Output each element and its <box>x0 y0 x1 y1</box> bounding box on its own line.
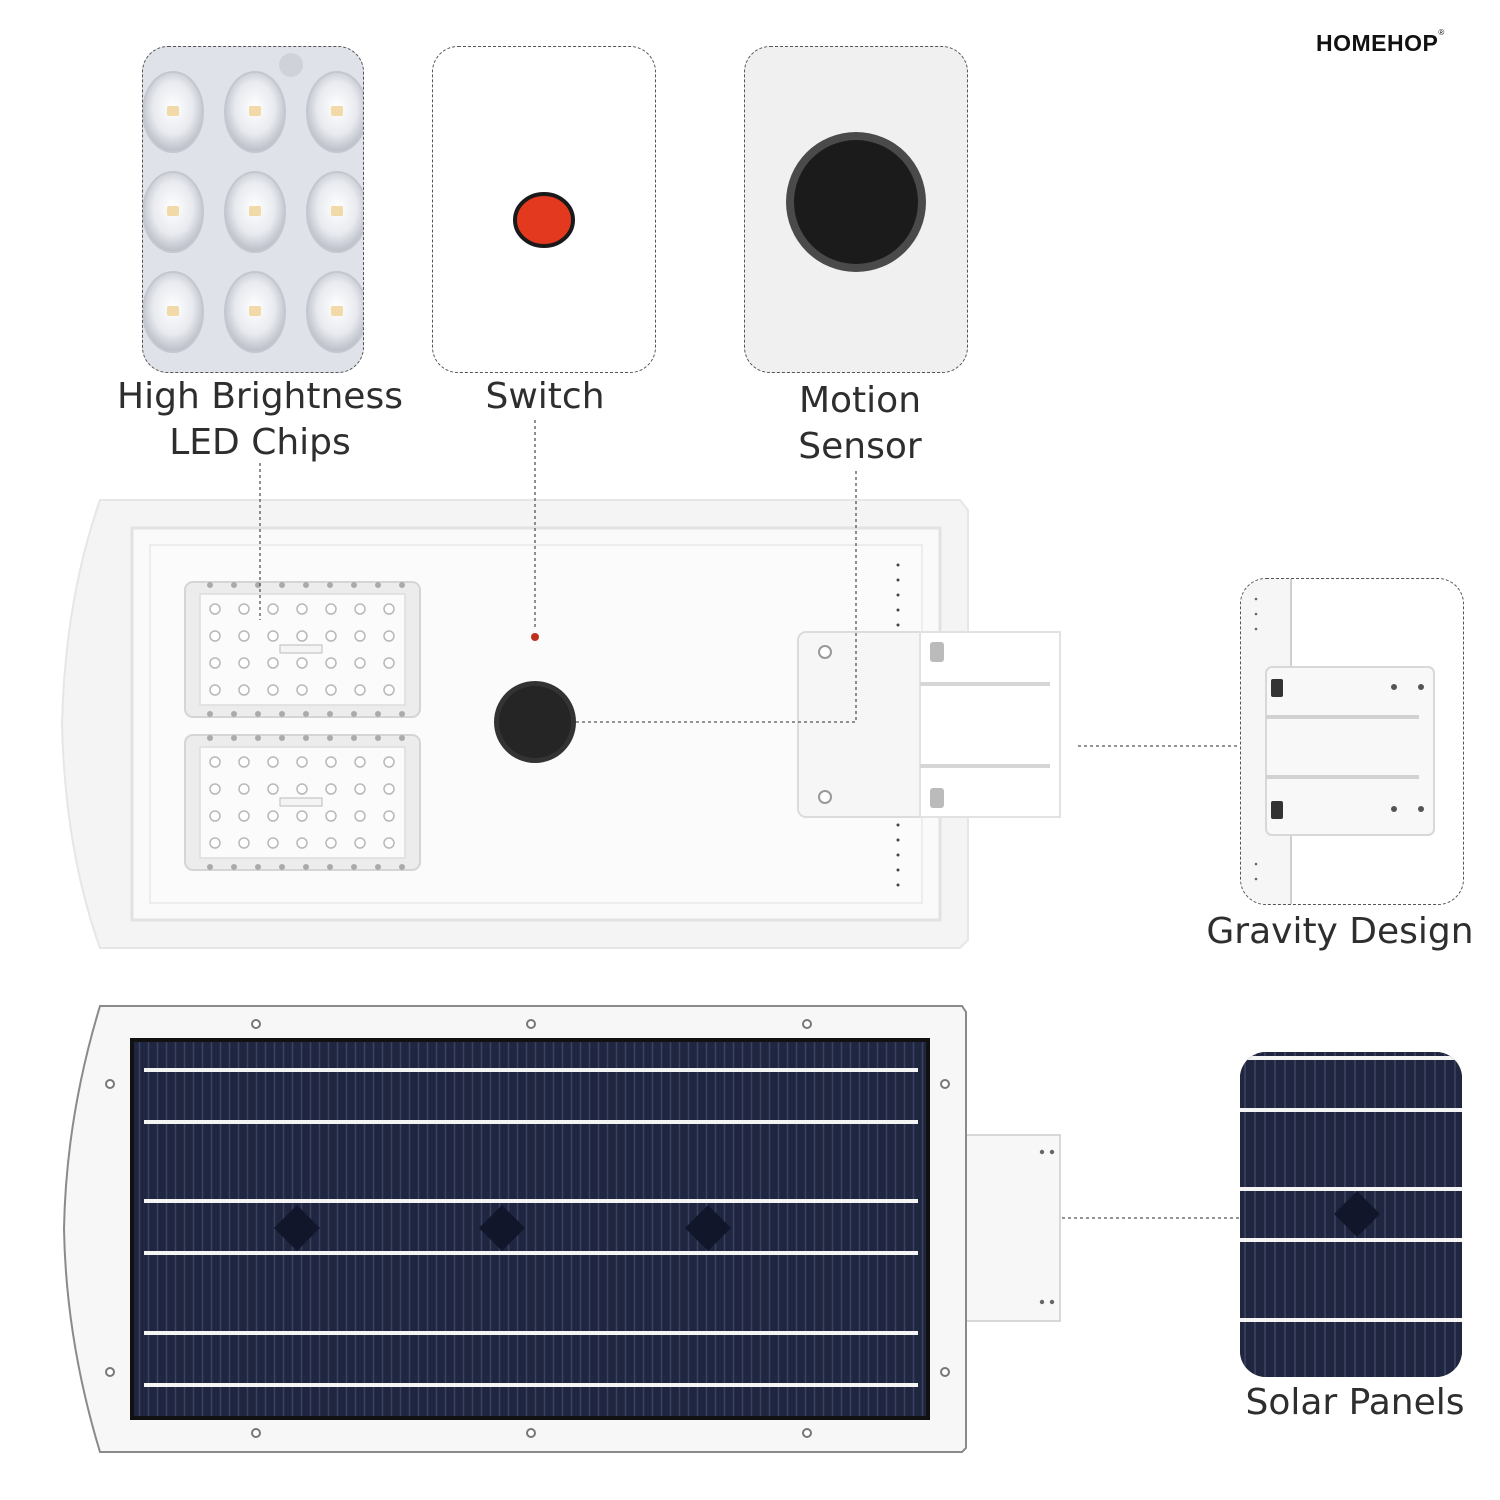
led-chip <box>167 106 179 116</box>
brand-name: HOMEHOP <box>1316 30 1439 56</box>
switch-label: Switch <box>485 376 605 417</box>
vent-dots <box>896 563 900 887</box>
switch-inset <box>432 46 656 373</box>
registered-mark: ® <box>1438 28 1445 37</box>
led-label-line1: High Brightness <box>117 376 403 417</box>
motion-label-line2: Sensor <box>798 426 922 467</box>
leader-lines <box>259 420 1240 1219</box>
led-chips-label: High Brightness LED Chips <box>110 374 410 466</box>
led-chip <box>167 306 179 316</box>
mounting-bracket <box>797 631 1061 818</box>
led-label-line2: LED Chips <box>169 422 351 463</box>
red-dot-icon <box>513 192 575 248</box>
led-chip <box>331 306 343 316</box>
switch-illustration <box>513 192 575 248</box>
motion-sensor-inset <box>744 46 968 373</box>
led-chips-inset <box>142 46 364 373</box>
led-chip <box>249 206 261 216</box>
panel-busbars <box>144 1068 918 1387</box>
motion-sensor-illustration <box>786 132 926 272</box>
solar-panels-inset <box>1240 1052 1462 1377</box>
motion-label-line1: Motion <box>798 380 922 421</box>
solar-panels-label: Solar Panels <box>1245 1382 1465 1423</box>
gravity-design-illustration <box>1241 579 1435 904</box>
led-chip <box>167 206 179 216</box>
black-circle-icon <box>794 140 918 264</box>
solar-panel <box>130 1038 930 1420</box>
led-chip <box>249 306 261 316</box>
switch-dot <box>531 633 539 641</box>
brand-logo: HOMEHOP® <box>1316 28 1445 57</box>
led-chips-illustration <box>143 53 363 353</box>
panel-diamonds <box>274 1205 731 1251</box>
gravity-design-label: Gravity Design <box>1206 911 1474 952</box>
housing-screws <box>105 1019 950 1438</box>
solar-bracket <box>959 1134 1061 1322</box>
led-chip <box>331 106 343 116</box>
motion-sensor-label: Motion Sensor <box>760 378 960 470</box>
led-chip <box>249 106 261 116</box>
gravity-design-inset <box>1240 578 1464 905</box>
led-chip <box>331 206 343 216</box>
solar-panels-illustration <box>1240 1052 1462 1377</box>
